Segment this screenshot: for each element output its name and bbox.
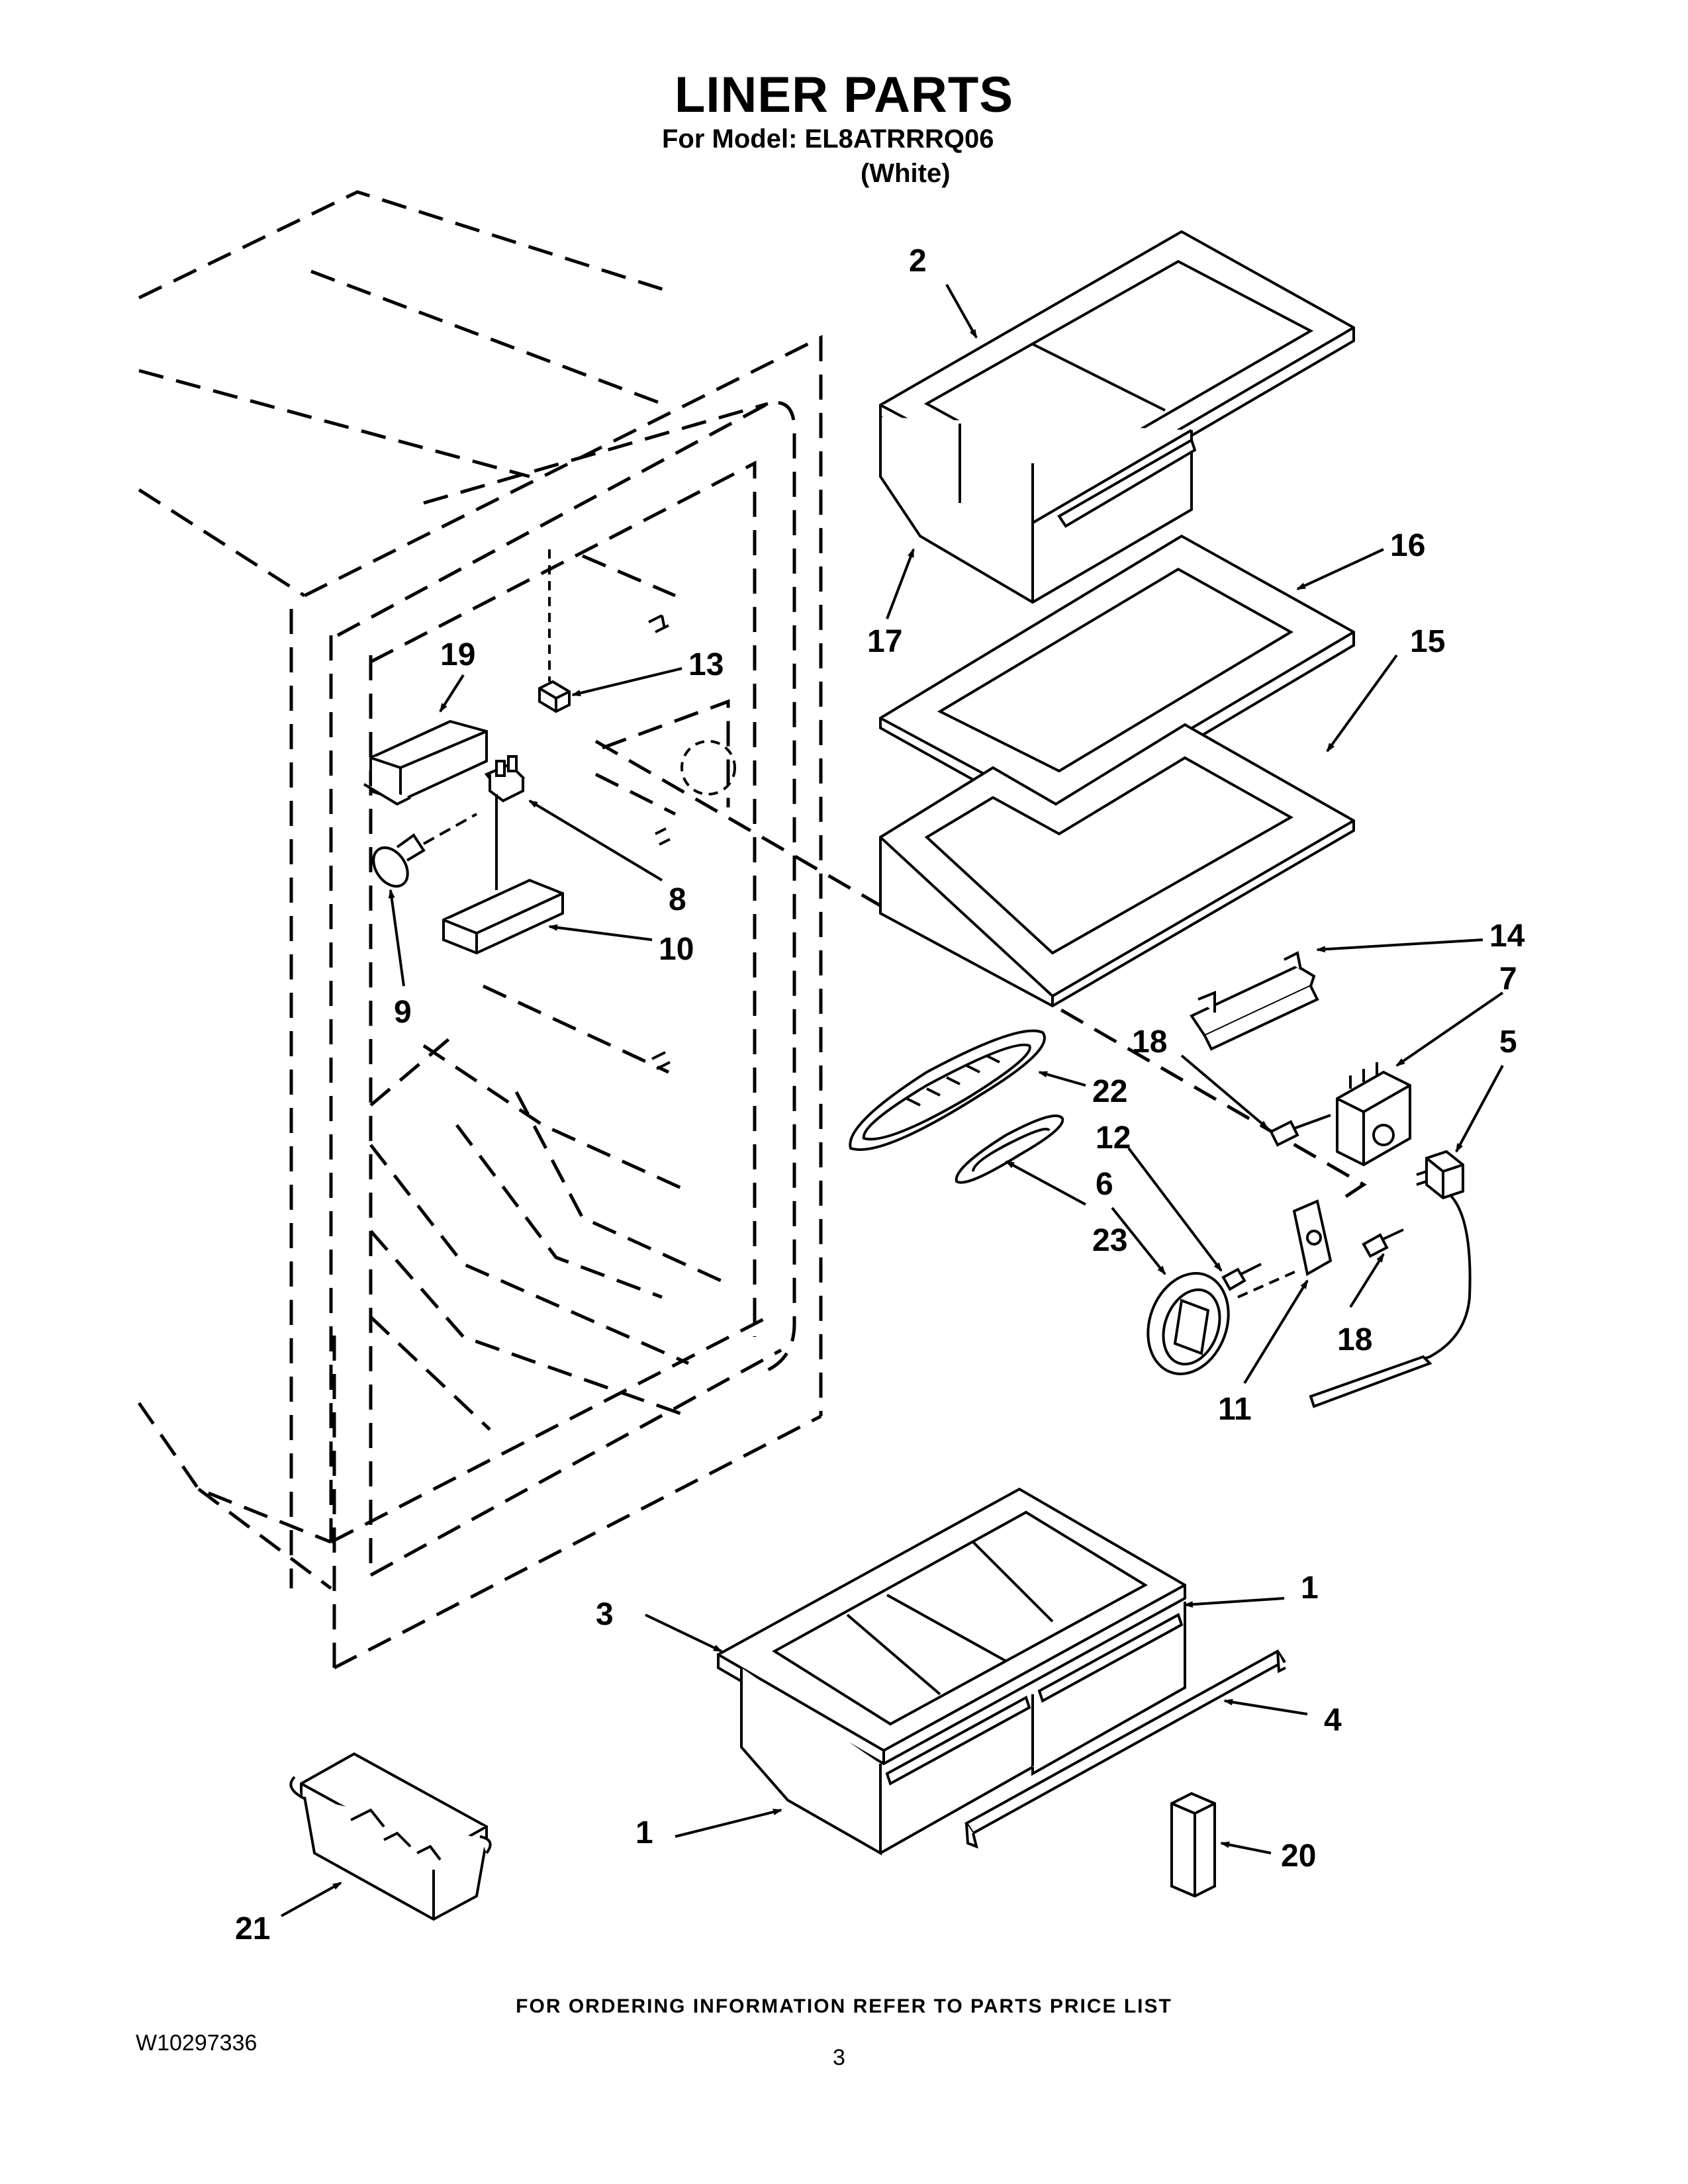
- page-number: 3: [833, 2045, 845, 2070]
- callout-8: 8: [669, 882, 686, 917]
- screw-lower-part: [1362, 1228, 1404, 1258]
- callout-16: 16: [1390, 528, 1425, 563]
- screw-12-part: [1221, 1263, 1262, 1291]
- control-knob-part: [1147, 1272, 1230, 1375]
- callout-6: 6: [1096, 1167, 1113, 1202]
- callout-7: 7: [1499, 962, 1517, 997]
- deodorizer-block-part: [1170, 1792, 1216, 1898]
- ordering-note: FOR ORDERING INFORMATION REFER TO PARTS …: [516, 1995, 1172, 2017]
- light-bulb-part: [372, 813, 477, 888]
- callout-17: 17: [867, 624, 902, 659]
- callout-12: 12: [1096, 1120, 1131, 1156]
- glass-shelf-part: [879, 534, 1355, 826]
- glass-shelf-lower-part: [879, 723, 1355, 1008]
- callout-2: 2: [909, 244, 927, 279]
- page-title: LINER PARTS: [674, 67, 1014, 123]
- callout-19: 19: [440, 637, 475, 672]
- callout-21: 21: [235, 1911, 270, 1946]
- callout-5: 5: [1499, 1024, 1517, 1060]
- temperature-control-part: [1336, 1062, 1411, 1167]
- callout-1a: 1: [1301, 1570, 1319, 1606]
- callout-3: 3: [596, 1597, 614, 1632]
- callout-13: 13: [688, 647, 724, 682]
- callout-20: 20: [1281, 1839, 1316, 1874]
- model-line: For Model: EL8ATRRRQ06: [662, 124, 994, 154]
- crisper-drawer-assembly: [717, 1487, 1186, 1856]
- trim-part: [1190, 951, 1319, 1051]
- rail-part: [964, 1649, 1286, 1849]
- callout-11: 11: [1218, 1392, 1252, 1427]
- mounting-plate-part: [1237, 1199, 1333, 1298]
- liner-screw-marks: [648, 614, 736, 1070]
- screw-upper-part: [1269, 1114, 1331, 1147]
- air-vent-small-part: [955, 1114, 1064, 1184]
- door-bin-part: [289, 1752, 492, 1921]
- callout-14: 14: [1489, 919, 1525, 954]
- callout-18a: 18: [1132, 1024, 1167, 1060]
- air-vent-large-part: [849, 1029, 1046, 1152]
- callout-18b: 18: [1337, 1322, 1372, 1357]
- bracket-part: [442, 878, 564, 955]
- callout-10: 10: [659, 932, 694, 967]
- callout-labels: 2 17 16 15 13 19 8 10 9 14 7 18 5 22 12 …: [235, 244, 1525, 1946]
- top-pan-part: [879, 230, 1355, 604]
- callout-15: 15: [1410, 624, 1445, 659]
- lamp-socket-part: [484, 755, 526, 890]
- callout-9: 9: [394, 995, 412, 1030]
- callout-1b: 1: [635, 1815, 653, 1850]
- sensor-part: [1309, 1150, 1472, 1408]
- color-line: (White): [861, 159, 951, 188]
- leader-lines: [281, 284, 1504, 1917]
- callout-4: 4: [1324, 1703, 1342, 1738]
- callout-22: 22: [1092, 1074, 1127, 1109]
- liner-cabinet-outline: [137, 190, 1367, 1670]
- light-shield-part: [363, 719, 488, 806]
- door-switch-part: [538, 549, 571, 713]
- document-number: W10297336: [136, 2030, 258, 2056]
- callout-23: 23: [1092, 1223, 1127, 1258]
